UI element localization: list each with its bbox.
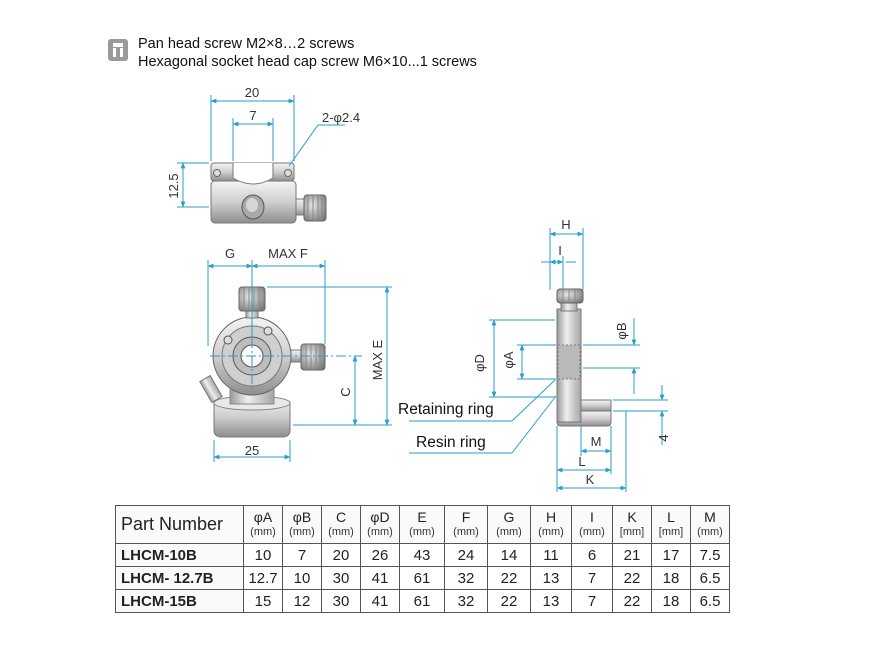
table-cell: 18 [651, 566, 691, 590]
table-cell: 32 [444, 566, 488, 590]
col-header: K[mm] [612, 505, 652, 544]
table-cell: 7 [571, 589, 613, 613]
table-row: LHCM-15B 15 12 30 41 61 32 22 13 7 22 18… [115, 589, 730, 613]
table-cell: 22 [487, 589, 531, 613]
dim-phi-b: φB [614, 322, 629, 339]
dim-top-slot: 7 [249, 108, 256, 123]
table-cell: 18 [651, 589, 691, 613]
dim-four: 4 [656, 434, 671, 441]
table-cell: 14 [487, 543, 531, 567]
part-number-cell: LHCM-10B [115, 543, 244, 567]
part-number-cell: LHCM- 12.7B [115, 566, 244, 590]
table-cell: 21 [612, 543, 652, 567]
table-cell: 41 [360, 566, 400, 590]
table-cell: 6 [571, 543, 613, 567]
table-row: LHCM- 12.7B 12.7 10 30 41 61 32 22 13 7 … [115, 566, 730, 590]
part-number-cell: LHCM-15B [115, 589, 244, 613]
table-cell: 7 [571, 566, 613, 590]
table-cell: 22 [612, 589, 652, 613]
dim-phi-a: φA [501, 351, 516, 368]
top-view [210, 162, 327, 224]
table-cell: 11 [530, 543, 572, 567]
table-cell: 24 [444, 543, 488, 567]
table-cell: 7.5 [690, 543, 730, 567]
col-header: I(mm) [571, 505, 613, 544]
dim-top-height: 12.5 [166, 173, 181, 198]
table-cell: 10 [282, 566, 322, 590]
technical-drawing: 20 7 2-φ2.4 12.5 [166, 85, 671, 492]
table-cell: 61 [399, 589, 445, 613]
table-cell: 22 [612, 566, 652, 590]
table-cell: 30 [321, 566, 361, 590]
col-header: C(mm) [321, 505, 361, 544]
table-cell: 7 [282, 543, 322, 567]
table-cell: 20 [321, 543, 361, 567]
label-retaining-ring: Retaining ring [398, 401, 494, 418]
col-header: H(mm) [530, 505, 572, 544]
table-header-row: Part Number φA(mm) φB(mm) C(mm) φD(mm) E… [115, 505, 730, 544]
table-cell: 32 [444, 589, 488, 613]
table-cell: 13 [530, 589, 572, 613]
dim-phi-d: φD [472, 354, 487, 372]
table-cell: 30 [321, 589, 361, 613]
col-header: φB(mm) [282, 505, 322, 544]
front-view [199, 286, 326, 438]
table-cell: 43 [399, 543, 445, 567]
dim-c: C [338, 387, 353, 396]
note-hex-socket-screw: Hexagonal socket head cap screw M6×10...… [138, 54, 477, 70]
table-row: LHCM-10B 10 7 20 26 43 24 14 11 6 21 17 … [115, 543, 730, 567]
dim-top-width: 20 [245, 85, 259, 100]
table-cell: 17 [651, 543, 691, 567]
table-cell: 61 [399, 566, 445, 590]
part-number-header: Part Number [115, 505, 244, 544]
table-cell: 26 [360, 543, 400, 567]
col-header: φD(mm) [360, 505, 400, 544]
col-header: M(mm) [690, 505, 730, 544]
col-header: G(mm) [487, 505, 531, 544]
table-cell: 41 [360, 589, 400, 613]
dim-h: H [561, 217, 570, 232]
col-header: L[mm] [651, 505, 691, 544]
dim-base-width: 25 [245, 443, 259, 458]
dim-l: L [578, 454, 585, 469]
col-header: φA(mm) [243, 505, 283, 544]
dim-g: G [225, 246, 235, 261]
side-view [556, 288, 612, 427]
table-cell: 22 [487, 566, 531, 590]
screw-icon [108, 39, 128, 61]
table-cell: 13 [530, 566, 572, 590]
table-cell: 15 [243, 589, 283, 613]
dim-i: I [558, 243, 562, 258]
table-cell: 10 [243, 543, 283, 567]
table-cell: 6.5 [690, 589, 730, 613]
table-cell: 6.5 [690, 566, 730, 590]
dim-max-f: MAX F [268, 246, 308, 261]
note-pan-head-screw: Pan head screw M2×8…2 screws [138, 36, 355, 52]
dim-m: M [591, 434, 602, 449]
dim-k: K [586, 472, 595, 487]
label-resin-ring: Resin ring [416, 434, 486, 451]
dim-top-holes: 2-φ2.4 [322, 110, 360, 125]
col-header: F(mm) [444, 505, 488, 544]
dim-max-e: MAX E [370, 339, 385, 380]
col-header: E(mm) [399, 505, 445, 544]
table-cell: 12.7 [243, 566, 283, 590]
spec-table: Part Number φA(mm) φB(mm) C(mm) φD(mm) E… [115, 505, 730, 613]
table-cell: 12 [282, 589, 322, 613]
